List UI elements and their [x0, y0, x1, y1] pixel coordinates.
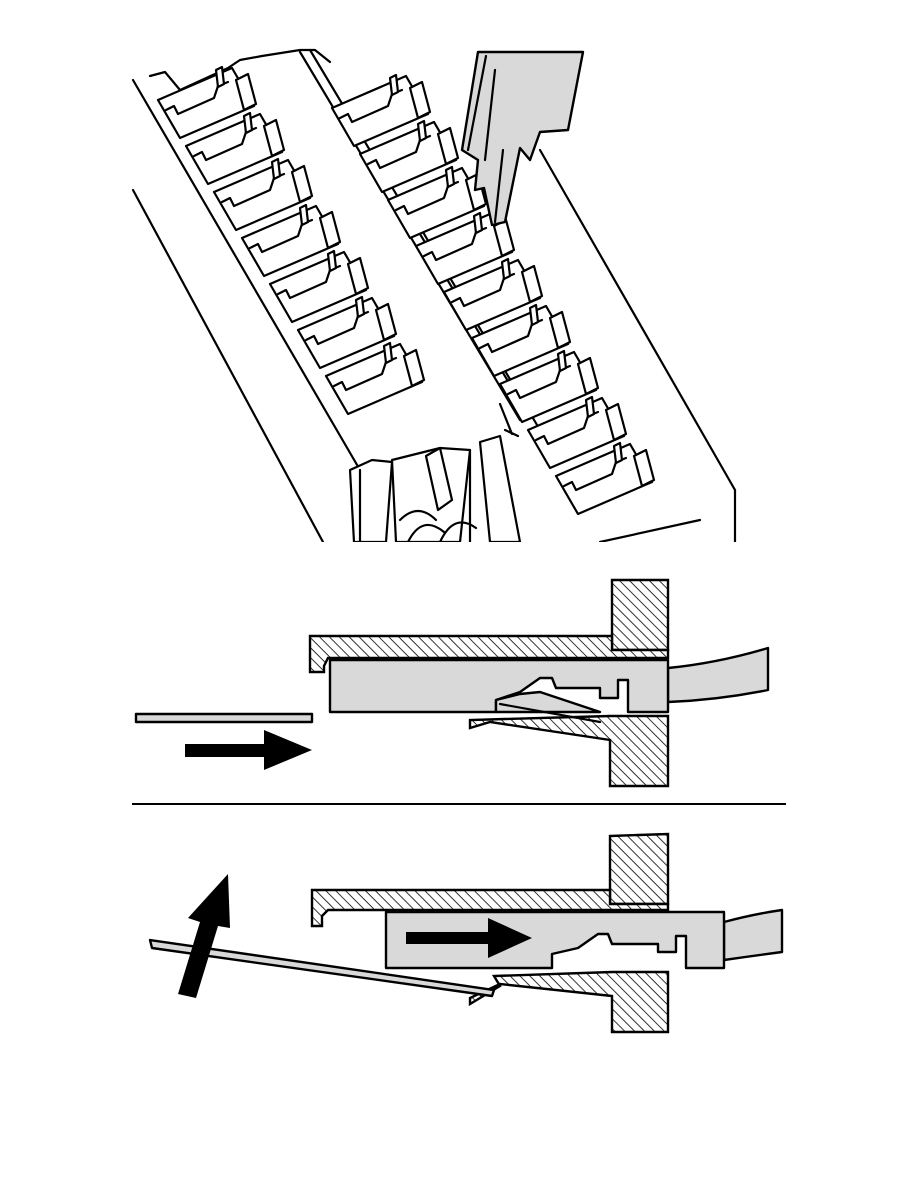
housing-top-bar-2 [310, 888, 670, 928]
connector-block-isometric [131, 48, 737, 542]
cavity-cell [554, 441, 656, 516]
pull-arrow-icon [406, 918, 532, 958]
cavity-cell [358, 119, 460, 194]
cavity-cell [212, 157, 314, 232]
cavity-cell [386, 165, 488, 240]
lift-arrow-icon [178, 874, 230, 998]
block-left-edge [131, 78, 362, 472]
release-probe-2 [148, 938, 496, 998]
cable-2 [722, 908, 784, 962]
release-tool [460, 50, 585, 227]
cavity-cell [156, 65, 258, 140]
cavity-cell [526, 395, 628, 470]
housing-outer-edge [131, 188, 325, 542]
terminal-latch-tongue [494, 690, 602, 714]
terminal-release-section [148, 832, 784, 1034]
cavity-cell [442, 257, 544, 332]
cavity-cell [240, 203, 342, 278]
cavity-cell [296, 295, 398, 370]
cavity-cell [330, 73, 432, 148]
wall-upper-2 [608, 832, 670, 906]
cavity-cell [184, 111, 286, 186]
cable [666, 646, 770, 704]
block-right-edge [538, 148, 737, 492]
cavity-cell [268, 249, 370, 324]
housing-top-bar [308, 634, 670, 674]
cavity-cell [498, 349, 600, 424]
cavity-column-left [156, 65, 426, 416]
block-bottom-edge [598, 518, 702, 542]
release-probe [134, 712, 314, 724]
wall-lower-ramp-2 [468, 970, 670, 1034]
cavity-cell [470, 303, 572, 378]
terminal-2 [384, 910, 726, 970]
cavity-cell [324, 341, 426, 416]
wall-upper [610, 578, 670, 652]
push-arrow-icon [185, 730, 312, 770]
lower-latches [348, 402, 522, 542]
terminal-insert-section [134, 578, 770, 788]
wall-lower-ramp [468, 714, 670, 788]
cavity-column-right [330, 73, 656, 516]
